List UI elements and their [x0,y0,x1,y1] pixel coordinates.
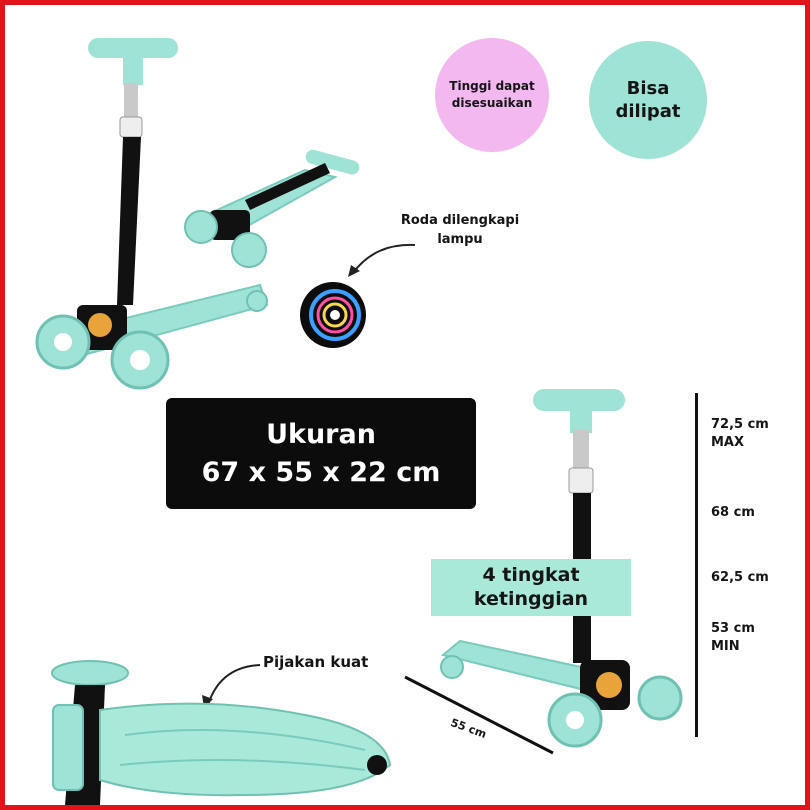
height-min-value: 53 cm [711,621,755,636]
height-levels-line1: 4 tingkat [482,563,580,586]
height-level-2-label: 62,5 cm [711,570,769,585]
size-title: Ukuran [266,419,376,451]
height-min-tag: MIN [711,639,740,655]
height-levels-line2: ketinggian [473,587,589,610]
height-level-3-label: 68 cm [711,505,755,520]
foldable-badge-line2: dilipat [615,101,681,122]
scooter-side-image [440,389,683,748]
wheel-light-callout: Roda dilengkapi lampu [391,212,529,250]
height-levels-label: 4 tingkat ketinggian [431,559,631,616]
deck-closeup-image [51,660,392,805]
scooter-illustrations [35,38,683,805]
light-wheel-image [300,282,366,348]
wheel-callout-line1: Roda dilengkapi [400,213,520,228]
scooter-folded-image [184,149,360,268]
size-dimensions: 67 x 55 x 22 cm [201,456,441,488]
height-max-value: 72,5 cm [711,417,769,432]
adjustable-height-badge: Tinggi dapat disesuaikan [435,38,549,152]
foldable-badge: Bisa dilipat [589,41,707,159]
adjustable-badge-line2: disesuaikan [451,96,533,110]
foldable-badge-line1: Bisa [626,77,670,99]
deck-callout: Pijakan kuat [263,653,369,671]
height-min-label: 53 cm MIN [711,620,755,656]
adjustable-badge-line1: Tinggi dapat [449,78,535,93]
wheel-callout-line2: lampu [437,231,483,247]
wheel-arrow-icon [352,243,416,274]
deck-arrow-icon [207,664,261,706]
size-box: Ukuran 67 x 55 x 22 cm [166,398,476,509]
width-measure-line [404,675,554,755]
scooter-main-image [35,38,269,390]
height-max-tag: MAX [711,435,745,451]
height-measure-line [695,393,698,737]
height-max-label: 72,5 cm MAX [711,416,769,452]
